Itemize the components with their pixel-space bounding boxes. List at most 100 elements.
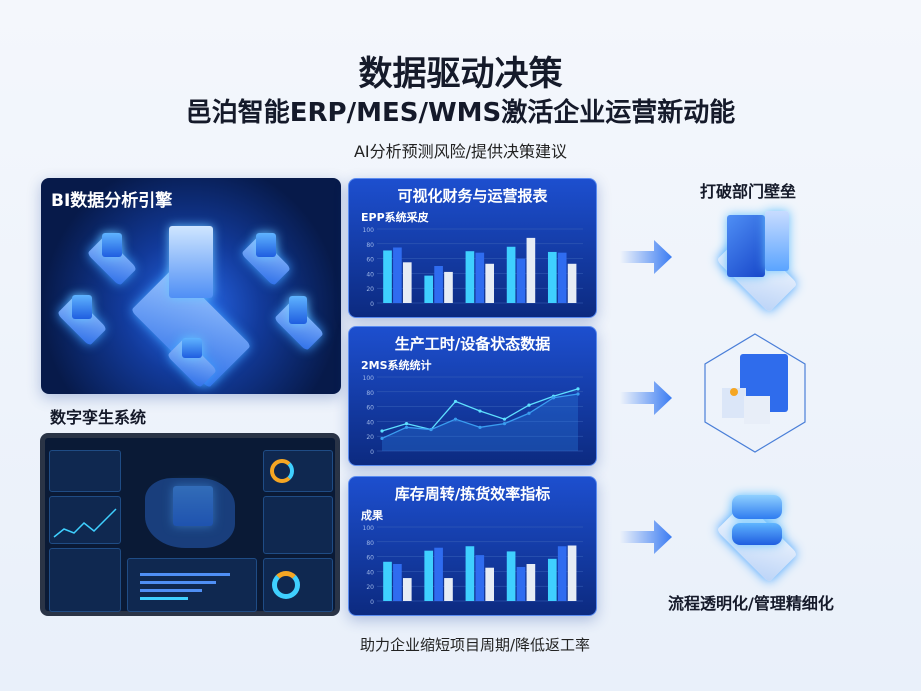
footer-text: 助力企业缩短项目周期/降低返工率: [359, 636, 591, 654]
bar: [547, 251, 557, 303]
data-point: [502, 417, 507, 421]
bar: [465, 546, 475, 601]
y-tick-label: 100: [363, 375, 375, 382]
data-point: [551, 396, 556, 400]
region-map: [145, 478, 235, 548]
panel-subtitle: 成果: [361, 509, 383, 522]
transparency-label: 流程透明化/管理精细化: [668, 594, 834, 613]
bar: [485, 263, 495, 303]
inventory-bar-chart: 0 20 40 60 80 100: [363, 525, 583, 606]
bar: [434, 547, 443, 601]
data-point: [404, 422, 409, 426]
digital-twin-label: 数字孪生系统: [50, 408, 147, 427]
bar: [485, 567, 495, 601]
bar: [402, 262, 412, 303]
data-point: [380, 436, 384, 441]
y-tick-label: 60: [366, 555, 374, 562]
data-point: [576, 392, 580, 396]
bar: [434, 266, 443, 303]
bar: [506, 551, 516, 601]
bar-list-pane: [127, 558, 257, 612]
data-point: [478, 425, 482, 429]
server-icon: [256, 233, 276, 257]
donut-pane: [263, 450, 333, 492]
tagline: AI分析预测风险/提供决策建议: [353, 142, 568, 161]
bar: [465, 251, 475, 303]
production-status-panel: 生产工时/设备状态数据 2MS系统统计 0 20 40 60 80 100: [348, 326, 597, 466]
dashboard-pane: [49, 548, 121, 612]
bar: [444, 578, 453, 601]
inventory-metrics-panel: 库存周转/拣货效率指标 成果 0 20 40 60 80 100: [348, 476, 597, 616]
mini-line-chart: [53, 508, 117, 538]
server-icon: [289, 296, 307, 324]
y-tick-label: 60: [366, 257, 374, 264]
data-point: [453, 417, 458, 421]
y-tick-label: 60: [366, 405, 374, 412]
data-point: [380, 429, 384, 433]
bar: [516, 258, 526, 303]
panel-title: 生产工时/设备状态数据: [394, 335, 551, 353]
building-icon: [72, 295, 92, 319]
stacked-layers-icon: [702, 485, 812, 583]
server-books-icon: [702, 205, 812, 313]
data-point: [453, 399, 458, 404]
bar: [424, 550, 434, 601]
arrow-right-icon: [620, 240, 672, 274]
bar: [475, 252, 485, 303]
bar: [393, 247, 402, 303]
y-tick-label: 0: [370, 449, 374, 456]
y-tick-label: 80: [366, 242, 374, 249]
bar: [444, 271, 453, 303]
data-point: [478, 409, 482, 413]
y-tick-label: 40: [366, 419, 374, 426]
break-silos-label: 打破部门壁垒: [700, 182, 797, 201]
dashboard-pane: [49, 496, 121, 544]
dashboard-hexagon-icon: [704, 333, 806, 453]
arrow-right-icon: [620, 520, 672, 554]
y-tick-label: 20: [366, 286, 374, 293]
digital-twin-dashboard: [40, 433, 340, 616]
production-line-chart: 0 20 40 60 80 100: [363, 375, 583, 456]
cube-icon: [182, 338, 202, 358]
data-point: [527, 411, 531, 415]
bar: [567, 545, 577, 601]
subtitle: 邑泊智能ERP/MES/WMS激活企业运营新动能: [185, 98, 736, 128]
document-icon: [169, 226, 213, 298]
bar: [526, 564, 536, 601]
finance-report-panel: 可视化财务与运营报表 EPP系统采皮 0 20 40 60 80 100: [348, 178, 597, 318]
y-tick-label: 20: [366, 584, 374, 591]
bar: [567, 263, 577, 303]
data-point: [404, 425, 409, 429]
bar: [547, 558, 557, 601]
bar: [526, 237, 536, 303]
y-tick-label: 0: [370, 599, 374, 606]
y-tick-label: 80: [366, 390, 374, 397]
y-tick-label: 40: [366, 271, 374, 278]
panel-title: 库存周转/拣货效率指标: [394, 485, 551, 503]
panel-subtitle: EPP系统采皮: [361, 211, 429, 224]
bar: [557, 252, 567, 303]
y-tick-label: 80: [366, 540, 374, 547]
dashboard-pane: [49, 450, 121, 492]
bar: [516, 566, 526, 601]
donut-pane: [263, 558, 333, 612]
table-pane: [263, 496, 333, 554]
arrow-right-icon: [620, 381, 672, 415]
panel-title: 可视化财务与运营报表: [397, 187, 548, 205]
y-tick-label: 20: [366, 434, 374, 441]
y-tick-label: 100: [363, 525, 375, 532]
server-icon: [102, 233, 122, 257]
bi-engine-illustration: BI数据分析引擎: [41, 178, 341, 394]
y-tick-label: 40: [366, 569, 374, 576]
bar: [402, 578, 412, 601]
data-point: [429, 427, 433, 432]
y-tick-label: 0: [370, 301, 374, 308]
panel-subtitle: 2MS系统统计: [361, 359, 432, 372]
main-title: 数据驱动决策: [358, 54, 563, 94]
data-point: [576, 387, 580, 391]
bar: [383, 561, 392, 601]
bar: [383, 250, 392, 303]
area-fill: [382, 394, 578, 451]
bi-title: BI数据分析引擎: [51, 191, 173, 211]
y-tick-label: 100: [363, 227, 375, 234]
